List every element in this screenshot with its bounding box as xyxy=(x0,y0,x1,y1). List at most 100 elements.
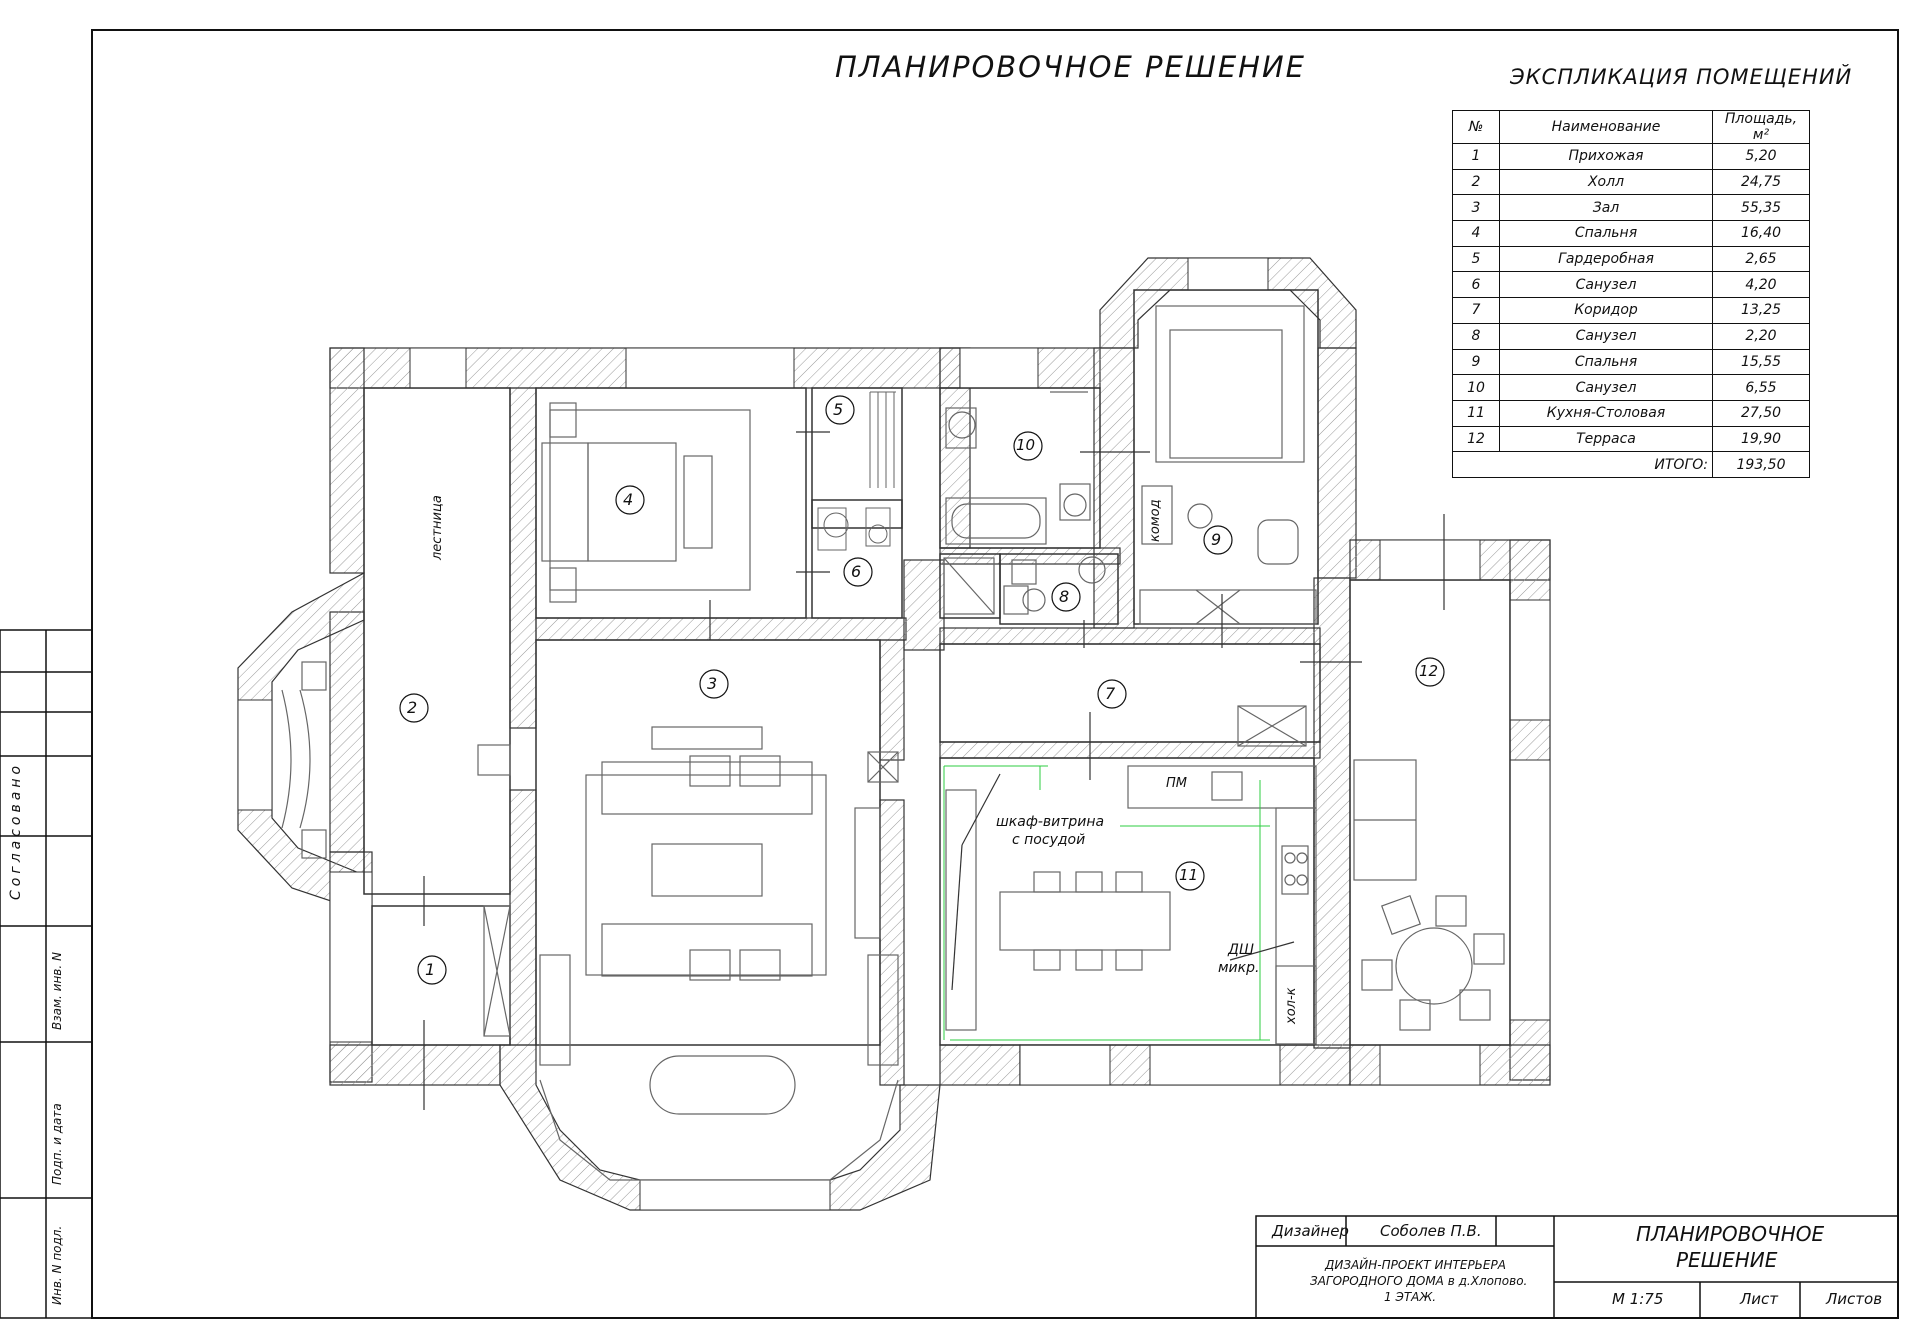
room-number-markers xyxy=(399,395,1445,985)
row-area: 15,55 xyxy=(1712,348,1810,376)
showcase-label-2: с посудой xyxy=(1012,832,1086,848)
table-header-row: № Наименование Площадь, м² xyxy=(1452,110,1810,144)
header-number: № xyxy=(1452,110,1500,144)
sheet-label: Лист xyxy=(1740,1290,1779,1308)
stamp-inv-orig: Инв. N подл. xyxy=(50,1225,64,1305)
bed-room-4 xyxy=(541,402,751,603)
total-label: ИТОГО: xyxy=(1452,451,1713,478)
room-number-2: 2 xyxy=(407,698,418,717)
row-number: 5 xyxy=(1452,245,1500,273)
corridor-7-furniture xyxy=(1237,705,1307,747)
row-area: 2,20 xyxy=(1712,322,1810,350)
row-area: 2,65 xyxy=(1712,245,1810,273)
windows xyxy=(237,257,1551,1211)
bedroom-9-furniture xyxy=(1139,305,1317,625)
sheets-count-label: Листов xyxy=(1826,1290,1883,1308)
side-stamp xyxy=(0,629,93,1319)
fridge-label: хол-к xyxy=(1284,987,1299,1025)
stamp-agreed: Согласовано xyxy=(8,761,24,900)
dishwasher-label: ДШ xyxy=(1228,942,1254,958)
row-name: Санузел xyxy=(1499,322,1713,350)
room-number-1: 1 xyxy=(425,960,436,979)
row-area: 13,25 xyxy=(1712,297,1810,324)
kitchen-dimensions xyxy=(943,765,1270,1041)
terrace-12-furniture xyxy=(1353,759,1505,1031)
room-number-5: 5 xyxy=(833,400,844,419)
sheet-name-1: ПЛАНИРОВОЧНОЕ xyxy=(1636,1222,1825,1246)
room-number-3: 3 xyxy=(707,674,718,693)
row-name: Коридор xyxy=(1499,297,1713,324)
row-name: Гардеробная xyxy=(1499,245,1713,273)
row-number: 6 xyxy=(1452,271,1500,299)
scale-label: М 1:75 xyxy=(1612,1290,1664,1308)
row-area: 6,55 xyxy=(1712,374,1810,401)
designer-name: Соболев П.В. xyxy=(1380,1222,1482,1240)
bathroom-10-fixtures xyxy=(945,391,1091,545)
dresser-label: комод xyxy=(1148,499,1163,542)
row-number: 7 xyxy=(1452,297,1500,324)
stamp-inv-vz: Взам. инв. N xyxy=(50,952,64,1030)
row-area: 24,75 xyxy=(1712,168,1810,196)
row-number: 11 xyxy=(1452,399,1500,427)
microwave-label: микр. xyxy=(1218,960,1260,976)
row-name: Холл xyxy=(1499,168,1713,196)
row-area: 4,20 xyxy=(1712,271,1810,299)
row-area: 16,40 xyxy=(1712,220,1810,247)
row-name: Зал xyxy=(1499,194,1713,222)
showcase-label-1: шкаф-витрина xyxy=(996,814,1105,830)
designer-role: Дизайнер xyxy=(1272,1222,1349,1240)
row-number: 1 xyxy=(1452,143,1500,170)
explication-title: ЭКСПЛИКАЦИЯ ПОМЕЩЕНИЙ xyxy=(1510,65,1853,89)
row-number: 4 xyxy=(1452,220,1500,247)
row-area: 19,90 xyxy=(1712,425,1810,453)
row-name: Прихожая xyxy=(1499,143,1713,170)
row-number: 2 xyxy=(1452,168,1500,196)
total-value: 193,50 xyxy=(1712,451,1810,478)
row-name: Кухня-Столовая xyxy=(1499,399,1713,427)
row-number: 12 xyxy=(1452,425,1500,453)
row-name: Санузел xyxy=(1499,271,1713,299)
room-number-10: 10 xyxy=(1016,436,1036,454)
row-number: 9 xyxy=(1452,348,1500,376)
room-number-8: 8 xyxy=(1059,587,1070,606)
title-block-frame xyxy=(1255,1215,1899,1319)
bathroom-8-fixtures xyxy=(943,556,1106,615)
row-number: 3 xyxy=(1452,194,1500,222)
project-desc-1: ДИЗАЙН-ПРОЕКТ ИНТЕРЬЕРА xyxy=(1325,1258,1506,1272)
room-number-6: 6 xyxy=(851,562,862,581)
header-name: Наименование xyxy=(1499,110,1713,144)
sheet-name-2: РЕШЕНИЕ xyxy=(1676,1248,1778,1272)
row-name: Санузел xyxy=(1499,374,1713,401)
header-area: Площадь, м² xyxy=(1712,110,1810,144)
row-area: 5,20 xyxy=(1712,143,1810,170)
table-total-row: ИТОГО: 193,50 xyxy=(1452,451,1810,478)
room-number-9: 9 xyxy=(1211,530,1222,549)
door-marks xyxy=(423,431,1445,1110)
stamp-sign-date: Подп. и дата xyxy=(50,1103,64,1185)
row-name: Спальня xyxy=(1499,220,1713,247)
room-number-12: 12 xyxy=(1419,662,1439,680)
row-area: 55,35 xyxy=(1712,194,1810,222)
row-number: 10 xyxy=(1452,374,1500,401)
row-number: 8 xyxy=(1452,322,1500,350)
pm-label: ПМ xyxy=(1166,776,1187,791)
row-area: 27,50 xyxy=(1712,399,1810,427)
row-name: Спальня xyxy=(1499,348,1713,376)
row-name: Терраса xyxy=(1499,425,1713,453)
room-number-11: 11 xyxy=(1179,866,1199,884)
kitchen-11-furniture xyxy=(945,765,1317,1045)
room-number-7: 7 xyxy=(1105,684,1116,703)
page-title: ПЛАНИРОВОЧНОЕ РЕШЕНИЕ xyxy=(835,50,1307,84)
